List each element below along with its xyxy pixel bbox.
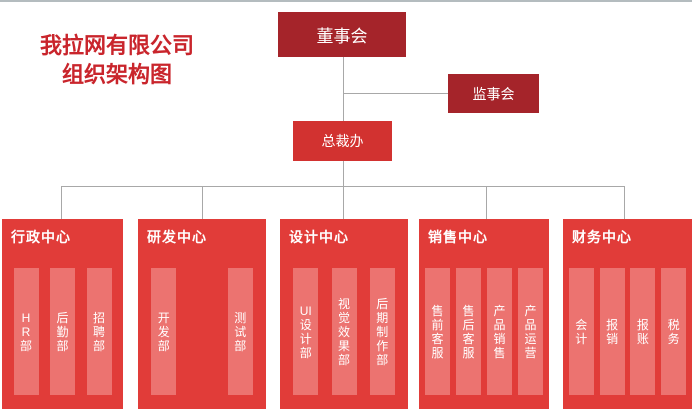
node-supervisory: 监事会: [448, 74, 539, 113]
team-product-sales: 产 品 销 售: [487, 268, 512, 395]
team-post-production-label: 后 期 制 作 部: [376, 296, 389, 367]
node-supervisory-label: 监事会: [472, 85, 515, 102]
team-ui-design-label: UI 设 计 部: [299, 303, 312, 360]
dept-column-admin: 行政中心 H R 部 后 勤 部 招 聘 部: [2, 219, 123, 409]
dept-name-finance: 财务中心: [572, 229, 632, 245]
team-logistics: 后 勤 部: [50, 268, 75, 395]
team-reimbursement-label: 报 销: [606, 317, 619, 346]
team-product-operations: 产 品 运 营: [518, 268, 543, 395]
connector-drop-admin: [61, 186, 62, 219]
team-visual-effects: 视 觉 效 果 部: [331, 268, 357, 395]
team-presales-service: 售 前 客 服: [425, 268, 450, 395]
connector-drop-finance: [624, 186, 625, 219]
dept-name-rnd: 研发中心: [147, 229, 207, 245]
team-product-sales-label: 产 品 销 售: [493, 303, 506, 360]
team-testing-label: 测 试 部: [234, 310, 247, 353]
connector-drop-design: [343, 186, 344, 219]
connector-distribution: [61, 186, 624, 187]
team-tax-label: 税 务: [667, 317, 680, 346]
dept-name-admin: 行政中心: [11, 229, 71, 245]
team-development-label: 开 发 部: [157, 310, 170, 353]
dept-column-design: 设计中心 UI 设 计 部 视 觉 效 果 部 后 期 制 作 部: [280, 219, 408, 409]
team-tax: 税 务: [661, 268, 687, 395]
team-aftersales-service-label: 售 后 客 服: [462, 303, 475, 360]
connector-president-down: [343, 161, 344, 186]
team-bars-admin: H R 部 后 勤 部 招 聘 部: [2, 268, 123, 395]
connector-drop-rnd: [202, 186, 203, 219]
team-accounting: 会 计: [568, 268, 594, 395]
team-logistics-label: 后 勤 部: [56, 310, 69, 353]
team-reimbursement: 报 销: [599, 268, 625, 395]
team-bookkeeping-label: 报 账: [636, 317, 649, 346]
team-accounting-label: 会 计: [575, 317, 588, 346]
dept-column-finance: 财务中心 会 计 报 销 报 账 税 务: [563, 219, 692, 409]
team-bookkeeping: 报 账: [630, 268, 656, 395]
team-hr-label: H R 部: [19, 310, 32, 353]
team-presales-service-label: 售 前 客 服: [431, 303, 444, 360]
team-hr: H R 部: [13, 268, 39, 395]
company-name: 我拉网有限公司: [39, 33, 194, 58]
connector-drop-sales: [486, 186, 487, 219]
node-board: 董事会: [278, 12, 406, 57]
dept-name-design: 设计中心: [289, 229, 349, 245]
dept-column-sales: 销售中心 售 前 客 服 售 后 客 服 产 品 销 售 产 品 运 营: [419, 219, 549, 409]
dept-column-rnd: 研发中心 开 发 部 测 试 部: [138, 219, 266, 409]
node-president-office-label: 总裁办: [321, 133, 364, 149]
connector-board-to-president: [343, 57, 344, 121]
team-bars-design: UI 设 计 部 视 觉 效 果 部 后 期 制 作 部: [280, 268, 408, 395]
top-divider: [0, 0, 692, 2]
team-product-operations-label: 产 品 运 营: [524, 303, 537, 360]
team-ui-design: UI 设 计 部: [293, 268, 319, 395]
team-bars-rnd: 开 发 部 测 试 部: [138, 268, 266, 395]
node-president-office: 总裁办: [293, 121, 392, 161]
team-recruiting: 招 聘 部: [86, 268, 112, 395]
team-recruiting-label: 招 聘 部: [92, 310, 105, 353]
dept-name-sales: 销售中心: [428, 229, 488, 245]
team-post-production: 后 期 制 作 部: [369, 268, 395, 395]
page-title: 我拉网有限公司 组织架构图: [27, 31, 207, 89]
connector-to-supervisory: [343, 93, 448, 94]
node-board-label: 董事会: [316, 27, 368, 46]
team-development: 开 发 部: [151, 268, 177, 395]
team-bars-sales: 售 前 客 服 售 后 客 服 产 品 销 售 产 品 运 营: [419, 268, 549, 395]
team-aftersales-service: 售 后 客 服: [456, 268, 481, 395]
team-testing: 测 试 部: [227, 268, 253, 395]
chart-subtitle: 组织架构图: [61, 62, 172, 87]
team-visual-effects-label: 视 觉 效 果 部: [337, 296, 350, 367]
team-bars-finance: 会 计 报 销 报 账 税 务: [563, 268, 692, 395]
